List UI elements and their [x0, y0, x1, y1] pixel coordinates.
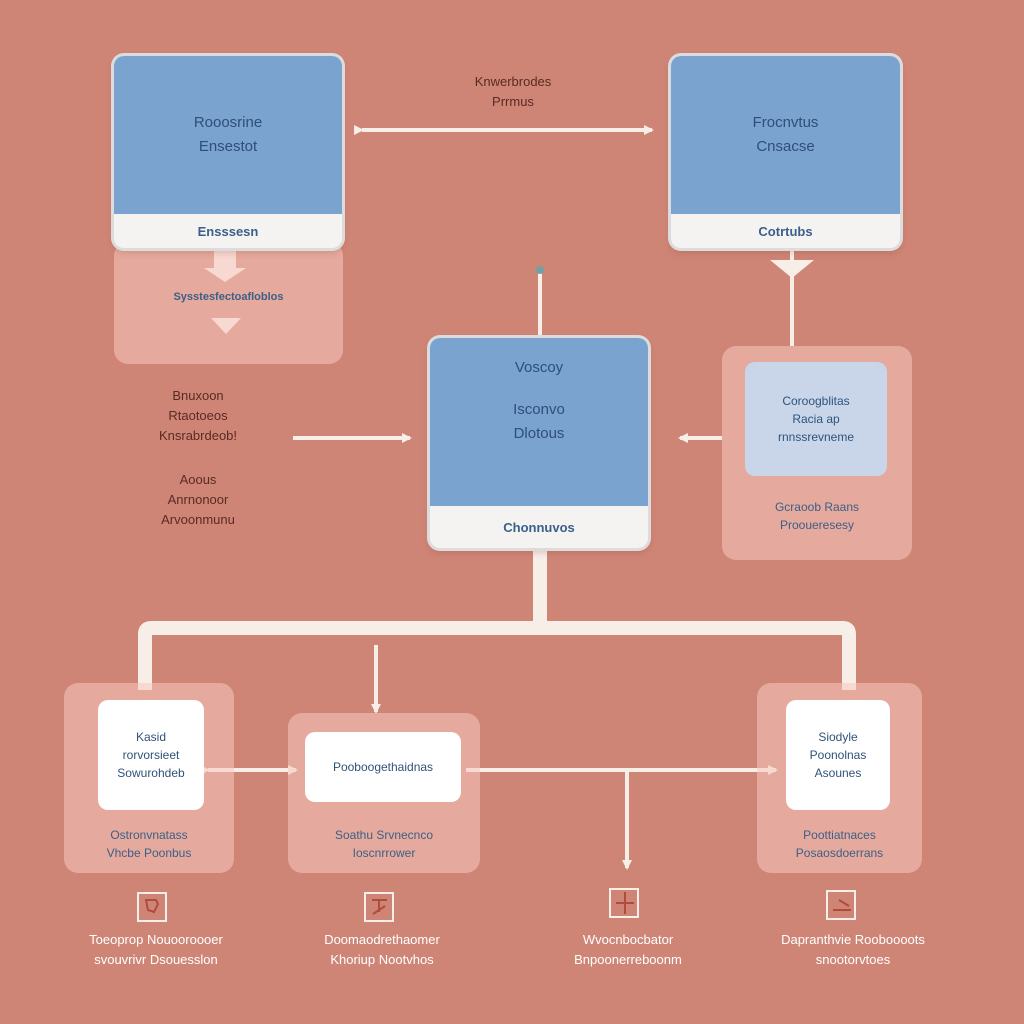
left-note-1: Bnuxoon — [172, 388, 224, 403]
top-left-backdrop — [114, 242, 343, 364]
left-note-5: Anrnonoor — [167, 492, 229, 507]
caption-2-line-2: Khoriup Nootvhos — [330, 952, 434, 967]
center-footer: Chonnuvos — [503, 519, 575, 535]
caption-1: Toeoprop Nouooroooer svouvrivr Dsouesslo… — [66, 930, 246, 970]
top-right-down-arrow — [770, 260, 814, 278]
caption-1-line-2: svouvrivr Dsouesslon — [94, 952, 218, 967]
top-left-screen: Rooosrine Ensestot — [114, 56, 342, 214]
center-line-2: Isconvo — [513, 401, 565, 418]
bottom-module-4-card: Siodyle Poonolnas Asounes — [786, 700, 890, 810]
module4-sub-line-2: Posaosdoerrans — [795, 846, 884, 860]
module1-card-line-3: Sowurohdeb — [117, 766, 185, 780]
top-left-card[interactable]: Rooosrine Ensestot Ensssesn — [114, 56, 342, 248]
module2-sub-line-2: Ioscnrrower — [352, 846, 416, 860]
bottom-module-2-sub: Soathu Srvnecnco Ioscnrrower — [288, 826, 480, 862]
center-line-3: Dlotous — [513, 425, 565, 442]
left-notes-group-1: Bnuxoon Rtaotoeos Knsrabrdeob! — [128, 386, 268, 446]
module2-card-line-1: Pooboogethaidnas — [332, 760, 434, 774]
top-middle-label: Knwerbrodes Prrmus — [440, 72, 586, 112]
left-notes-group-2: Aoous Anrnonoor Arvoonmunu — [128, 470, 268, 530]
center-screen: Voscoy Isconvo Dlotous — [430, 338, 648, 506]
top-right-card[interactable]: Frocnvtus Cnsacse Cotrtubs — [671, 56, 900, 248]
bottom-module-2-card: Pooboogethaidnas — [305, 732, 461, 802]
distribution-bus — [138, 621, 856, 690]
right-card-line-3: rnnssrevneme — [777, 430, 855, 444]
top-right-screen: Frocnvtus Cnsacse — [671, 56, 900, 214]
module1-card-line-1: Kasid — [135, 730, 167, 744]
caption-2: Doomaodrethaomer Khoriup Nootvhos — [292, 930, 472, 970]
top-left-line-1: Rooosrine — [193, 114, 263, 131]
document-icon-2 — [364, 892, 394, 922]
module1-sub-line-1: Ostronvnatass — [110, 828, 188, 842]
bottom-module-4-sub: Poottiatnaces Posaosdoerrans — [757, 826, 922, 862]
top-right-footer: Cotrtubs — [758, 223, 813, 239]
caption-3: Wvocnbocbator Bnpoonerreboonm — [540, 930, 716, 970]
center-card[interactable]: Voscoy Isconvo Dlotous Chonnuvos — [430, 338, 648, 548]
bottom-module-1-sub: Ostronvnatass Vhcbe Poonbus — [64, 826, 234, 862]
document-icon-1 — [137, 892, 167, 922]
right-module-sub: Gcraoob Raans Prooueresesy — [722, 498, 912, 534]
module4-card-line-1: Siodyle — [818, 730, 858, 744]
caption-3-line-2: Bnpoonerreboonm — [574, 952, 682, 967]
module4-card-line-2: Poonolnas — [809, 748, 867, 762]
right-sub-line-1: Gcraoob Raans — [774, 500, 860, 514]
top-middle-line-1: Knwerbrodes — [474, 74, 552, 89]
caption-1-line-1: Toeoprop Nouooroooer — [89, 932, 223, 947]
top-middle-line-2: Prrmus — [492, 94, 534, 109]
module2-sub-line-1: Soathu Srvnecnco — [334, 828, 434, 842]
module1-sub-line-2: Vhcbe Poonbus — [106, 846, 192, 860]
document-icon-3 — [609, 888, 639, 918]
bottom-module-1-card: Kasid rorvorsieet Sowurohdeb — [98, 700, 204, 810]
caption-3-line-1: Wvocnbocbator — [582, 932, 674, 947]
right-sub-line-2: Prooueresesy — [779, 518, 855, 532]
center-line-1: Voscoy — [514, 359, 564, 376]
antenna-dot — [536, 266, 544, 274]
right-card-line-2: Racia ap — [792, 412, 840, 426]
top-right-line-2: Cnsacse — [756, 138, 815, 155]
caption-4-line-1: Dapranthvie Rooboooots — [781, 932, 925, 947]
caption-4-line-2: snootorvtoes — [815, 952, 891, 967]
caption-4: Dapranthvie Rooboooots snootorvtoes — [746, 930, 960, 970]
left-note-6: Arvoonmunu — [161, 512, 235, 527]
right-card-line-1: Coroogblitas — [782, 394, 850, 408]
caption-2-line-1: Doomaodrethaomer — [324, 932, 440, 947]
left-note-2: Rtaotoeos — [168, 408, 228, 423]
top-left-sub-label: Sysstesfectoafloblos — [173, 291, 284, 303]
top-left-line-2: Ensestot — [198, 138, 258, 155]
left-note-3: Knsrabrdeob! — [158, 428, 238, 443]
module4-card-line-3: Asounes — [814, 766, 862, 780]
module1-card-line-2: rorvorsieet — [122, 748, 180, 762]
top-right-line-1: Frocnvtus — [752, 114, 819, 131]
right-module-card: Coroogblitas Racia ap rnnssrevneme — [745, 362, 887, 476]
document-icon-4 — [826, 890, 856, 920]
top-left-footer: Ensssesn — [197, 223, 259, 239]
module4-sub-line-1: Poottiatnaces — [803, 828, 876, 842]
left-note-4: Aoous — [179, 472, 217, 487]
